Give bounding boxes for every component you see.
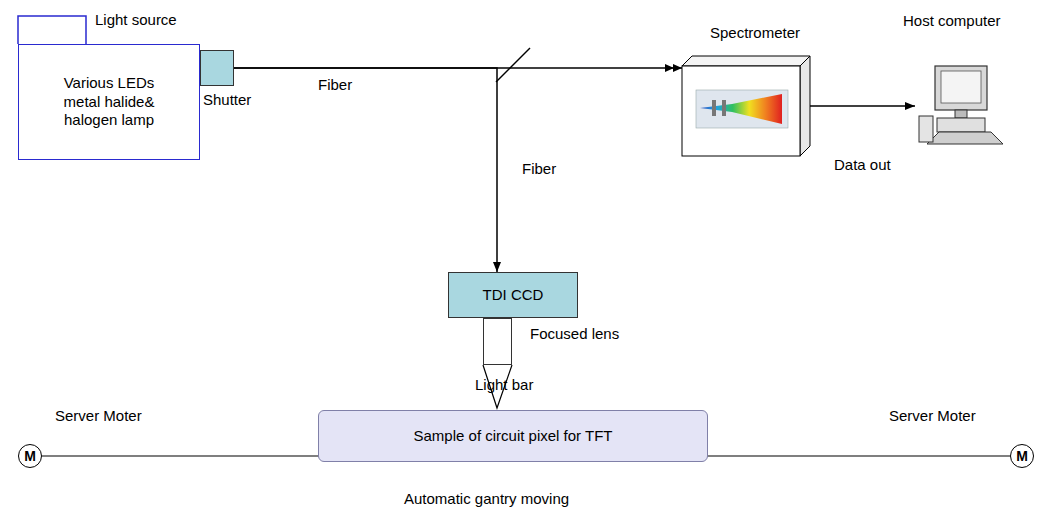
motor: Server MoterM [18,444,42,468]
node-text: TDI CCD [483,286,544,305]
fiber-line [234,68,497,272]
data-arrow [810,105,915,107]
light-source-box: Light sourceVarious LEDs metal halide& h… [18,44,200,160]
edge-label: Data out [832,156,893,173]
edge-label: Fiber [520,160,558,177]
node-text: Sample of circuit pixel for TFT [414,427,613,446]
part-name: Host computer [903,12,1001,29]
part-name: Focused lens [530,325,619,342]
part-name: Shutter [203,91,251,108]
spectrometer-box [682,56,810,156]
edge-label: Fiber [316,76,354,93]
shutter-box: Shutter [200,50,234,86]
node-body: Sample of circuit pixel for TFT [319,411,707,461]
computer-icon [915,66,1005,144]
part-name: Server Moter [55,407,142,424]
light-source-tab [18,16,86,44]
gantry-label: Automatic gantry moving [404,490,569,507]
part-name: Server Moter [889,407,976,424]
node-body: M [19,445,41,467]
motor-symbol: M [24,449,36,463]
ccd-box: TDI CCD [448,272,578,318]
light-bar-label: Light bar [475,376,533,393]
node-text: Various LEDs metal halide& halogen lamp [45,74,173,130]
lens-box: Focused lens [483,318,512,365]
host-computer: Host computer [915,66,1005,144]
node-body: TDI CCD [449,273,577,317]
spectrometer: Spectrometer [682,56,810,156]
part-name: Spectrometer [710,24,800,41]
sample-stage: Sample of circuit pixel for TFT [318,410,708,462]
beam-splitter [496,48,530,82]
node-body: Various LEDs metal halide& halogen lamp [19,45,199,159]
part-name: Light source [95,11,177,28]
node-body: M [1011,445,1033,467]
motor-symbol: M [1016,449,1028,463]
motor: Server MoterM [1010,444,1034,468]
